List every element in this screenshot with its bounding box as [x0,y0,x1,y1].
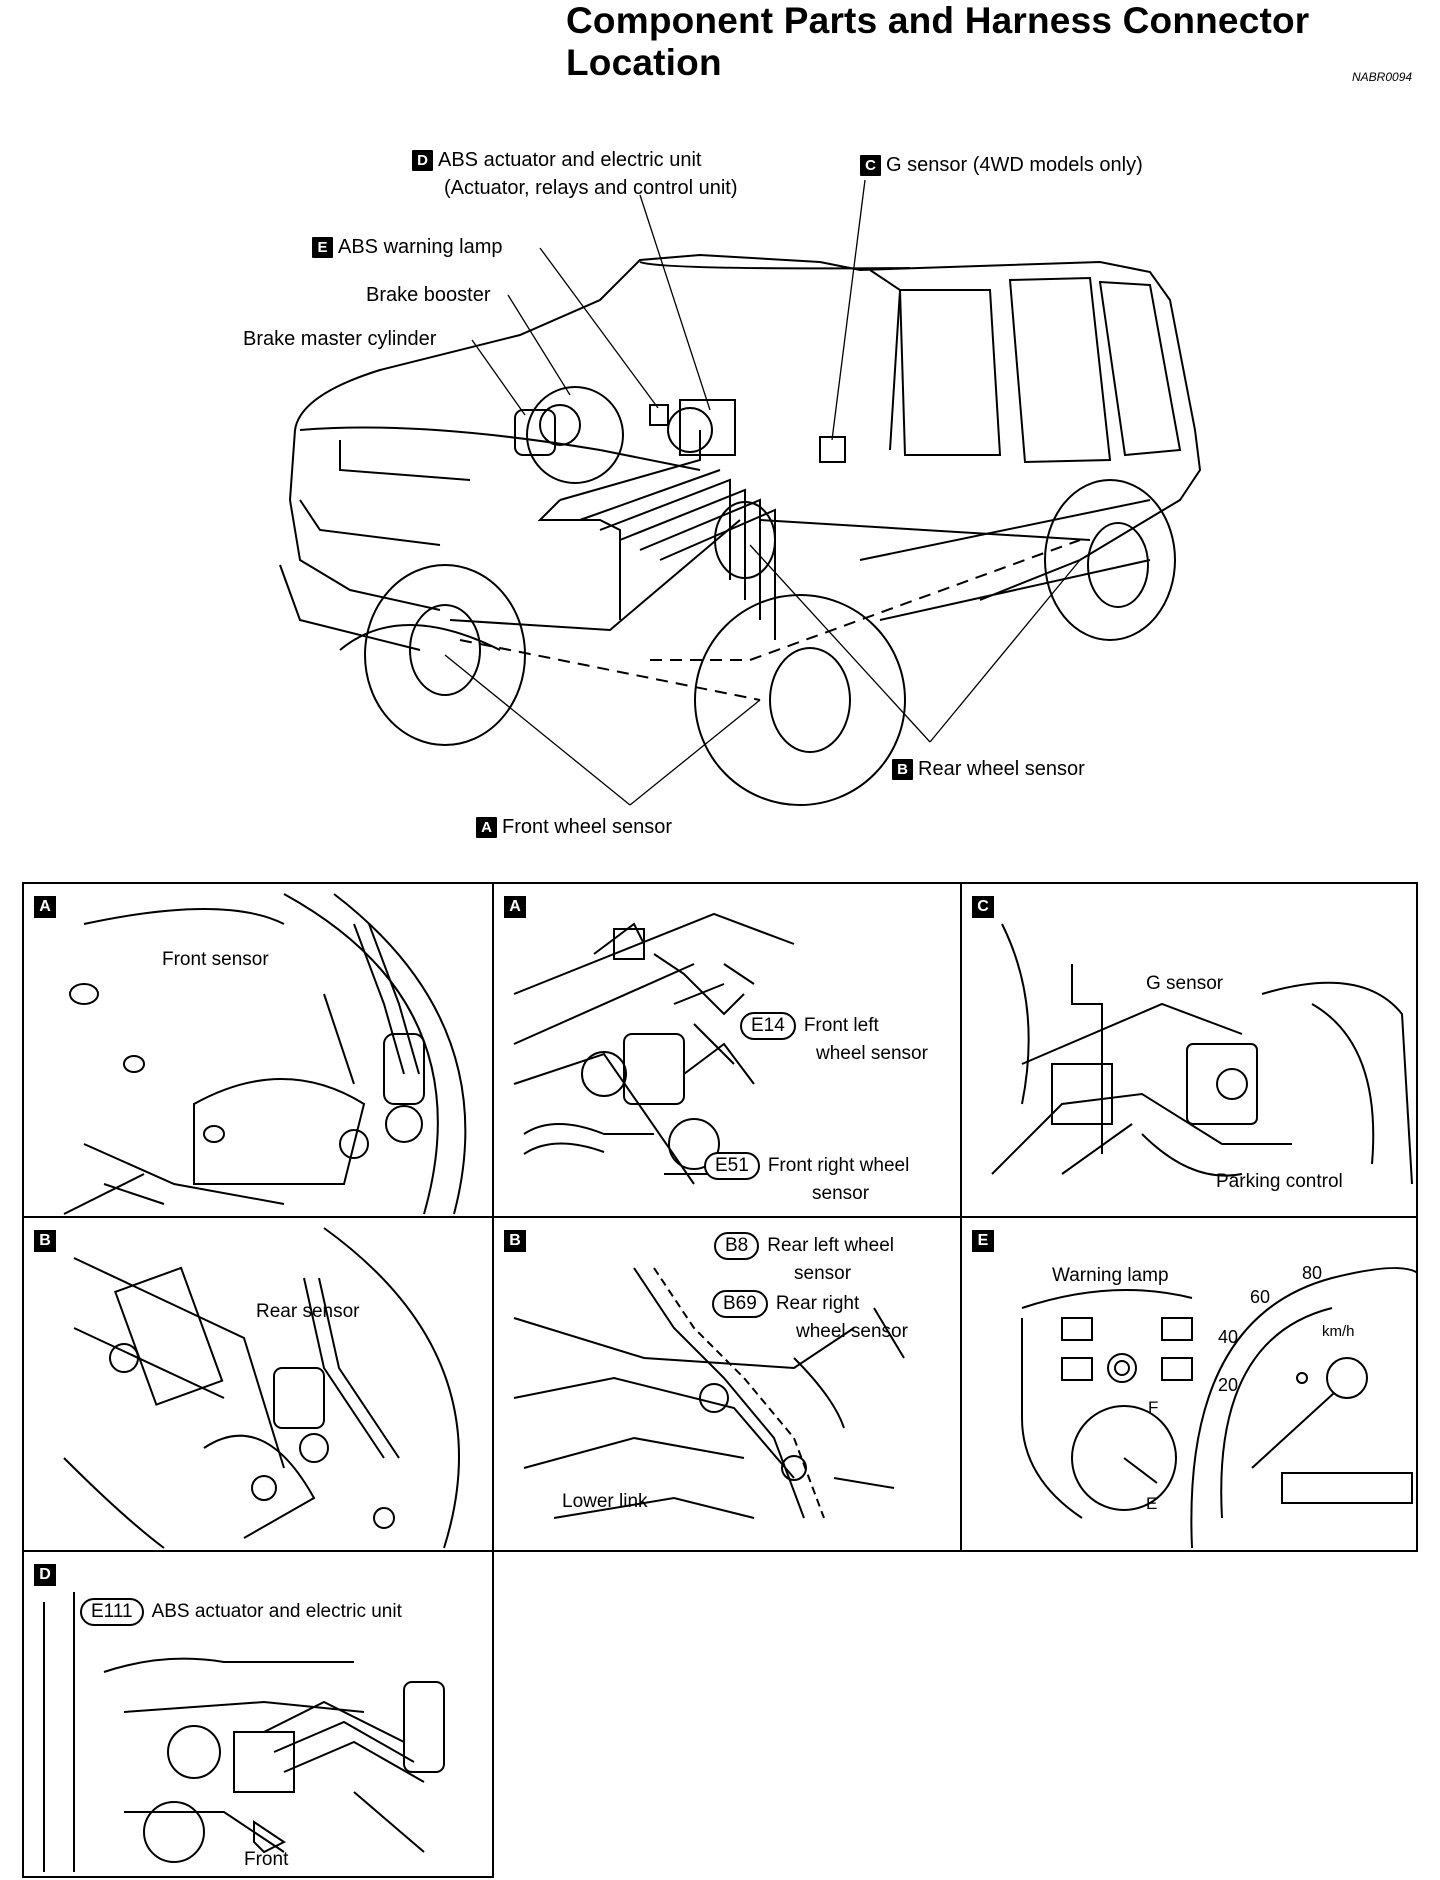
speedo-tick-20: 20 [1218,1375,1239,1395]
e14-line-1: Front left [803,1015,879,1036]
front-wheel-key: A [476,817,497,838]
rear-wheel-key: B [892,759,913,780]
e51-connector: E51 [704,1152,760,1180]
title-line-2: Location [566,42,722,83]
b69-connector: B69 [712,1290,768,1318]
g-sensor-key: C [860,155,881,176]
abs-unit-panel-label: ABS actuator and electric unit [151,1601,402,1622]
page-title: Component Parts and Harness Connector Lo… [566,0,1309,84]
panel-d-drawing [43,1592,445,1872]
e14-line-2: wheel sensor [816,1043,928,1064]
b8-line-1: Rear left wheel [767,1235,894,1256]
front-direction-label: Front [244,1849,289,1870]
fuel-empty-label: E [1146,1494,1158,1513]
panel-e-warning-lamp: E Warning lamp 80 60 40 20 km/h F E [960,1216,1418,1552]
panel-b1-key: B [34,1230,56,1252]
e51-line-2: sensor [812,1183,870,1204]
panel-c-key: C [972,896,994,918]
panel-a-front-sensor: A Front sensor [22,882,494,1218]
speedo-tick-80: 80 [1302,1263,1323,1283]
panel-b-connectors: B B8 Rear left wheel sensor B69 Rear right… [492,1216,962,1552]
b69-line-1: Rear right [775,1293,860,1314]
warning-lamp-label: Warning lamp [1052,1265,1169,1286]
front-sensor-label: Front sensor [162,949,269,970]
document-code: NABR0094 [1352,70,1413,84]
b8-line-2: sensor [794,1263,852,1284]
speed-unit-label: km/h [1322,1323,1355,1340]
e51-line-1: Front right wheel [767,1155,910,1176]
speedo-tick-40: 40 [1218,1327,1239,1347]
abs-actuator-key: D [412,150,433,171]
b8-connector: B8 [714,1232,760,1260]
g-sensor-text: G sensor (4WD models only) [886,154,1143,176]
panel-b2-key: B [504,1230,526,1252]
panel-a1-key: A [34,896,56,918]
abs-warning-text: ABS warning lamp [338,236,503,258]
front-wheel-text: Front wheel sensor [502,816,673,838]
abs-actuator-line-1: ABS actuator and electric unit [438,149,702,171]
panel-c-g-sensor: C G sensor Parking control [960,882,1418,1218]
abs-actuator-line-2: (Actuator, relays and control unit) [444,177,738,199]
panel-d-abs-unit: D E111 ABS actuator and electric unit Fro… [22,1550,494,1878]
panel-c-drawing [991,923,1413,1185]
abs-warning-key: E [312,237,333,258]
panel-a-connectors: A E14 Front left wheel sensor E51 Front ri… [492,882,962,1218]
e111-callout: E111 ABS actuator and electric unit [80,1598,402,1626]
panel-e-drawing [1021,1267,1416,1549]
panel-a1-drawing [63,893,467,1215]
panel-b1-drawing [63,1227,460,1549]
brake-booster-label: Brake booster [366,284,491,306]
panel-d-key: D [34,1564,56,1586]
fuel-full-label: F [1148,1398,1159,1417]
e51-callout: E51 Front right wheel [704,1152,909,1180]
e111-connector: E111 [80,1598,144,1626]
panel-a2-drawing [513,912,795,1185]
panel-a2-key: A [504,896,526,918]
b8-callout: B8 Rear left wheel [714,1232,894,1260]
g-sensor-panel-label: G sensor [1146,973,1224,994]
panel-b2-drawing [513,1267,905,1519]
title-line-1: Component Parts and Harness Connector [566,0,1310,41]
b69-callout: B69 Rear right [712,1290,859,1318]
brake-master-label: Brake master cylinder [243,328,437,350]
e14-callout: E14 Front left [740,1012,879,1040]
speedo-tick-60: 60 [1250,1287,1271,1307]
rear-sensor-label: Rear sensor [256,1301,360,1322]
panel-b-rear-sensor: B Rear sensor [22,1216,494,1552]
b69-line-2: wheel sensor [796,1321,908,1342]
lower-link-label: Lower link [562,1491,648,1512]
rear-wheel-text: Rear wheel sensor [918,758,1085,780]
parking-control-label: Parking control [1216,1171,1343,1192]
panel-e-key: E [972,1230,994,1252]
vehicle-overview-illustration [279,179,1202,806]
e14-connector: E14 [740,1012,796,1040]
